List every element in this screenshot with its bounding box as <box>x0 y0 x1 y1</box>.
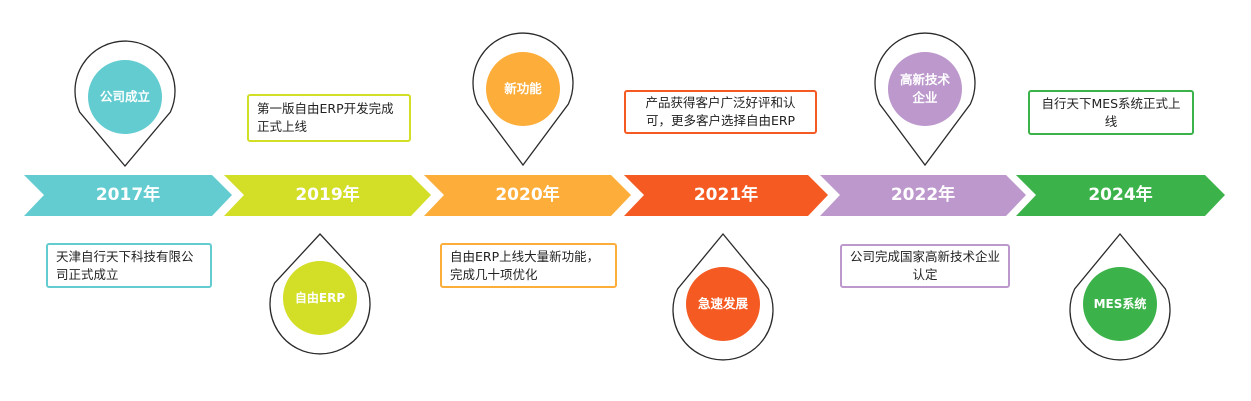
desc-text-2024: 自行天下MES系统正式上线 <box>1041 95 1181 129</box>
pin-label-2017: 公司成立 <box>99 89 150 104</box>
arrow-2020 <box>424 175 631 216</box>
pin-label-2024: MES系统 <box>1093 297 1147 311</box>
year-label-2020: 2020年 <box>495 185 560 205</box>
arrow-2019 <box>224 175 431 216</box>
year-label-2024: 2024年 <box>1088 185 1153 205</box>
pin-2020 <box>472 32 574 167</box>
desc-text-2019: 第一版自由ERP开发完成正式上线 <box>257 101 394 134</box>
desc-text-2021: 产品获得客户广泛好评和认可，更多客户选择自由ERP <box>645 95 796 128</box>
desc-box-2017: 天津自行天下科技有限公司正式成立 <box>46 243 212 288</box>
desc-box-2022: 公司完成国家高新技术企业认定 <box>840 244 1010 288</box>
pin-label-2020: 新功能 <box>504 81 542 96</box>
pin-label-2019: 自由ERP <box>294 291 346 305</box>
year-label-2019: 2019年 <box>295 185 360 205</box>
year-label-2017: 2017年 <box>95 185 161 205</box>
desc-text-2020: 自由ERP上线大量新功能，完成几十项优化 <box>450 248 600 282</box>
arrow-2017 <box>24 175 232 216</box>
desc-box-2021: 产品获得客户广泛好评和认可，更多客户选择自由ERP <box>624 90 817 134</box>
pin-2022 <box>874 32 976 167</box>
pin-2019 <box>269 233 371 355</box>
year-label-2022: 2022年 <box>890 185 956 205</box>
pin-label-2022: 高新技术企业 <box>899 72 950 105</box>
pin-2021 <box>672 232 774 361</box>
desc-text-2022: 公司完成国家高新技术企业认定 <box>850 249 1001 282</box>
arrow-2022 <box>820 175 1026 216</box>
pin-label-2021: 急速发展 <box>697 296 748 311</box>
pin-2024 <box>1069 232 1171 361</box>
arrow-2021 <box>624 175 828 216</box>
desc-box-2020: 自由ERP上线大量新功能，完成几十项优化 <box>440 243 617 288</box>
year-label-2021: 2021年 <box>693 185 759 205</box>
pin-2017 <box>74 40 176 168</box>
desc-box-2019: 第一版自由ERP开发完成正式上线 <box>247 94 411 142</box>
arrow-2024 <box>1016 175 1225 216</box>
desc-text-2017: 天津自行天下科技有限公司正式成立 <box>56 248 194 282</box>
desc-box-2024: 自行天下MES系统正式上线 <box>1028 90 1194 135</box>
